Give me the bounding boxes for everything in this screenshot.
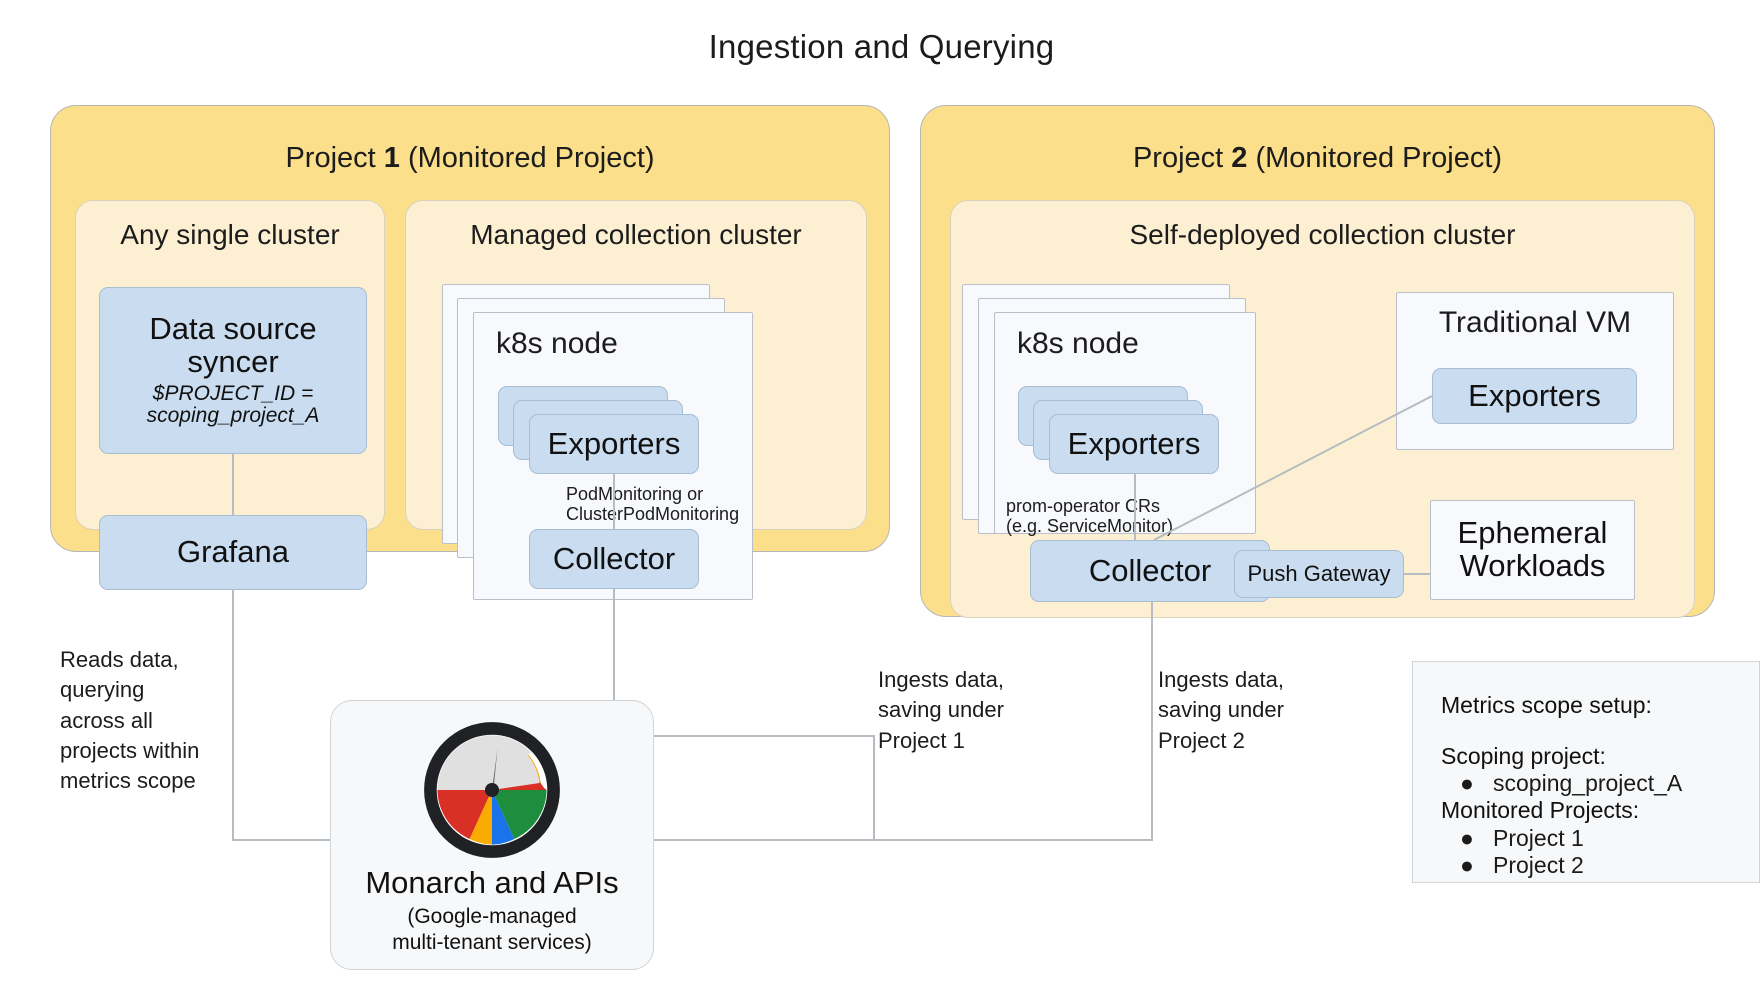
gauge-icon — [422, 720, 562, 865]
data-source-syncer-title-line2: syncer — [187, 344, 279, 380]
legend-spacer — [1441, 719, 1731, 743]
podmonitoring-edge-note-line1: PodMonitoring or — [566, 484, 704, 504]
gauge-icon-svg — [424, 721, 560, 858]
traditional-vm-title: Traditional VM — [1438, 306, 1632, 339]
legend-item-project-2: ● Project 2 — [1441, 852, 1731, 879]
exporters-label-p2: Exporters — [1067, 425, 1201, 461]
legend-bullet-icon: ● — [1460, 770, 1474, 797]
caption-reads-data: Reads data, querying across all projects… — [60, 647, 200, 794]
legend-bullet-icon: ● — [1460, 851, 1474, 878]
monarch-title: Monarch and APIs — [365, 864, 619, 900]
project-1-title-prefix: Project — [285, 142, 384, 174]
ephemeral-workloads-line2: Workloads — [1459, 548, 1606, 583]
traditional-vm-exporters-box[interactable]: Exporters — [1432, 368, 1637, 424]
k8s-node-title-p1: k8s node — [496, 327, 618, 360]
push-gateway-box[interactable]: Push Gateway — [1234, 550, 1404, 598]
data-source-syncer-scoping-project: scoping_project_A — [146, 404, 320, 428]
monarch-subtitle: (Google-managed multi-tenant services) — [392, 904, 592, 954]
cluster-any-single-cluster-title: Any single cluster — [120, 219, 340, 250]
prom-operator-edge-note-line1: prom-operator CRs — [1006, 496, 1161, 516]
project-1-title-suffix: (Monitored Project) — [399, 142, 655, 174]
ephemeral-workloads-box: Ephemeral Workloads — [1430, 500, 1635, 600]
podmonitoring-edge-note-line2: ClusterPodMonitoring — [566, 504, 740, 525]
legend-monitored-heading: Monitored Projects: — [1441, 797, 1640, 824]
project-1-title-number: 1 — [383, 142, 400, 174]
legend-item-label: Project 2 — [1493, 851, 1584, 878]
prom-operator-edge-note: prom-operator CRs (e.g. ServiceMonitor) — [1006, 496, 1173, 536]
traditional-vm-exporters-label: Exporters — [1468, 377, 1601, 413]
caption-ingest-project-2: Ingests data, saving under Project 2 — [1158, 667, 1284, 753]
ephemeral-workloads-line1: Ephemeral — [1457, 515, 1608, 551]
data-source-syncer-title-line1: Data source — [149, 311, 317, 347]
legend-item-label: Project 1 — [1493, 824, 1584, 851]
exporters-label-p1: Exporters — [547, 425, 681, 461]
exporters-box-p2[interactable]: Exporters — [1049, 414, 1219, 474]
legend-item-label: scoping_project_A — [1493, 770, 1683, 797]
legend-bullet-icon: ● — [1460, 824, 1474, 851]
monarch-and-apis-box[interactable]: Monarch and APIs (Google-managed multi-t… — [330, 700, 654, 970]
collector-label-p1: Collector — [552, 540, 676, 576]
collector-box-p1[interactable]: Collector — [529, 529, 699, 589]
legend-item-project-1: ● Project 1 — [1441, 825, 1731, 852]
edge-grafana-to-monarch — [232, 590, 330, 841]
data-source-syncer-project-id: $PROJECT_ID = — [152, 382, 314, 406]
cluster-self-deployed-title: Self-deployed collection cluster — [1129, 219, 1516, 250]
project-2-title-suffix: (Monitored Project) — [1247, 142, 1503, 174]
grafana-label: Grafana — [176, 534, 289, 570]
project-2-title-number: 2 — [1231, 142, 1248, 174]
project-1-title: Project 1 (Monitored Project) — [51, 142, 889, 175]
k8s-node-title-p2: k8s node — [1017, 327, 1139, 360]
data-source-syncer-box[interactable]: Data source syncer $PROJECT_ID = scoping… — [99, 287, 367, 454]
metrics-scope-legend: Metrics scope setup: Scoping project: ● … — [1412, 661, 1760, 883]
collector-label-p2: Collector — [1088, 552, 1212, 588]
page-title: Ingestion and Querying — [708, 28, 1055, 65]
cluster-managed-collection-title: Managed collection cluster — [470, 219, 802, 250]
push-gateway-label: Push Gateway — [1247, 561, 1391, 587]
legend-item-scoping-project-a: ● scoping_project_A — [1441, 770, 1731, 797]
legend-scoping-heading: Scoping project: — [1441, 743, 1606, 770]
prom-operator-edge-note-line2: (e.g. ServiceMonitor) — [1006, 516, 1174, 537]
collector-box-p2[interactable]: Collector — [1030, 540, 1270, 602]
project-2-title-prefix: Project — [1132, 142, 1232, 174]
legend-heading: Metrics scope setup: — [1441, 692, 1652, 718]
podmonitoring-edge-note: PodMonitoring or ClusterPodMonitoring — [566, 484, 739, 524]
caption-ingest-project-1: Ingests data, saving under Project 1 — [878, 667, 1004, 753]
project-2-title: Project 2 (Monitored Project) — [921, 142, 1714, 175]
grafana-box[interactable]: Grafana — [99, 515, 367, 590]
exporters-box-p1[interactable]: Exporters — [529, 414, 699, 474]
